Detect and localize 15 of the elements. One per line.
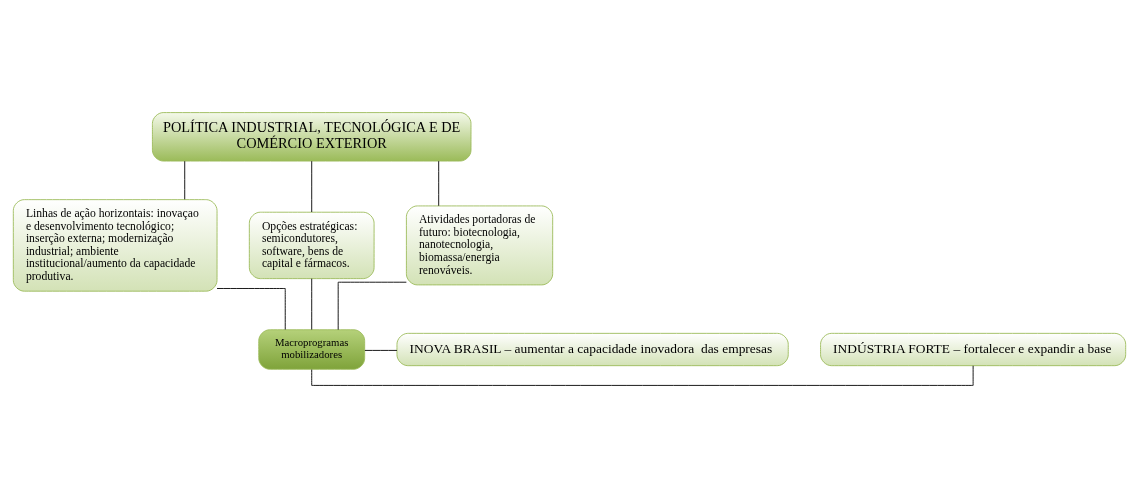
connector — [311, 364, 974, 386]
connector — [311, 160, 313, 212]
node-box: Atividades portadoras de futuro: biotecnologia, nanotecnologia, biomassa/energia renováveis. — [405, 204, 554, 285]
node-box: Linhas de ação horizontais: inovaçao e desenvolvimento tecnológico; inserção externa; modernização industrial; ambiente institucional/aumento da capacidade produtiva. — [12, 198, 218, 292]
connector — [311, 277, 313, 330]
node-box: Macroprogramas mobilizadores — [258, 328, 366, 370]
node-box: Opções estratégicas: semicondutores, software, bens de capital e fármacos. — [248, 211, 375, 279]
connector — [438, 160, 440, 206]
connector — [337, 281, 407, 330]
node-box: POLÍTICA INDUSTRIAL, TECNOLÓGICA E DE COMÉRCIO EXTERIOR — [151, 111, 472, 161]
connector — [216, 287, 286, 330]
node-box: INDÚSTRIA FORTE – fortalecer e expandir a base — [820, 332, 1127, 366]
node-box: INOVA BRASIL – aumentar a capacidade inovadora das empresas — [396, 332, 789, 366]
connector — [364, 349, 398, 351]
connector — [184, 160, 186, 200]
